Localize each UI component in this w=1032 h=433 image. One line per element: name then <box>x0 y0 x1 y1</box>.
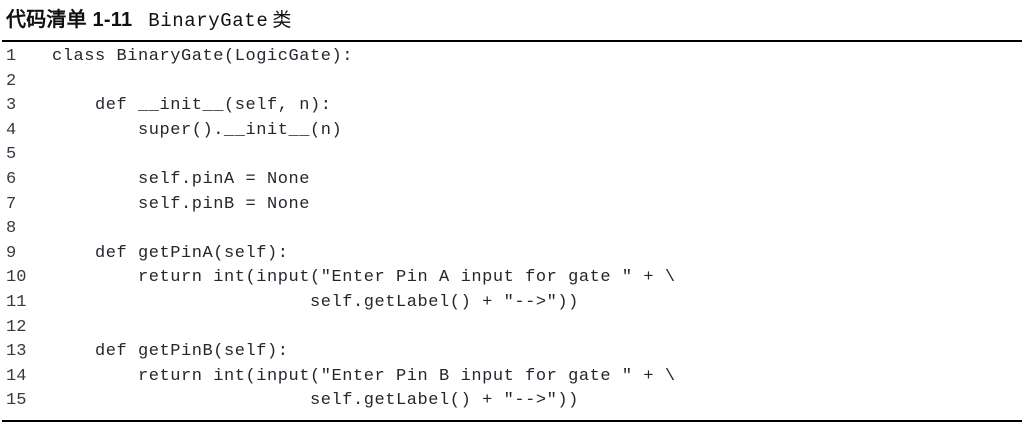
line-number: 10 <box>6 268 27 288</box>
code-line: 4 super().__init__(n) <box>0 119 1032 144</box>
line-number: 12 <box>6 317 27 337</box>
line-source: return int(input("Enter Pin B input for … <box>52 366 676 386</box>
listing-bottom-rule <box>2 420 1022 422</box>
code-line: 12 <box>0 316 1032 341</box>
listing-caption: 代码清单 1-11 BinaryGate 类 <box>6 6 291 34</box>
line-source: return int(input("Enter Pin A input for … <box>52 268 676 288</box>
code-line: 2 <box>0 70 1032 95</box>
line-source: super().__init__(n) <box>52 120 343 140</box>
line-source: self.pinA = None <box>52 169 311 189</box>
line-number: 9 <box>6 243 17 263</box>
code-line: 9 def getPinA(self): <box>0 242 1032 267</box>
line-number: 11 <box>6 292 27 312</box>
listing-caption-suffix: 类 <box>272 10 292 31</box>
code-line: 14 return int(input("Enter Pin B input f… <box>0 365 1032 390</box>
line-number: 6 <box>6 169 17 189</box>
code-line: 15 self.getLabel() + "-->")) <box>0 389 1032 414</box>
code-line: 1 class BinaryGate(LogicGate): <box>0 45 1032 70</box>
line-number: 3 <box>6 96 17 116</box>
code-line: 7 self.pinB = None <box>0 193 1032 218</box>
line-number: 7 <box>6 194 17 214</box>
line-number: 5 <box>6 145 17 165</box>
line-source: def getPinA(self): <box>52 243 289 263</box>
code-line: 11 self.getLabel() + "-->")) <box>0 291 1032 316</box>
line-number: 13 <box>6 342 27 362</box>
line-source: self.getLabel() + "-->")) <box>52 292 579 312</box>
line-number: 14 <box>6 366 27 386</box>
listing-caption-class-name: BinaryGate <box>148 10 269 32</box>
code-line: 8 <box>0 217 1032 242</box>
line-source: class BinaryGate(LogicGate): <box>52 47 354 66</box>
line-number: 2 <box>6 71 17 91</box>
code-line: 6 self.pinA = None <box>0 168 1032 193</box>
listing-caption-label: 代码清单 1-11 <box>6 9 133 31</box>
line-source: self.pinB = None <box>52 194 311 214</box>
line-number: 1 <box>6 47 17 66</box>
line-source: def getPinB(self): <box>52 342 289 362</box>
code-line: 5 <box>0 143 1032 168</box>
code-line: 3 def __init__(self, n): <box>0 94 1032 119</box>
line-source: def __init__(self, n): <box>52 96 332 116</box>
line-number: 8 <box>6 219 17 239</box>
line-number: 4 <box>6 120 17 140</box>
code-line: 13 def getPinB(self): <box>0 340 1032 365</box>
listing-top-rule <box>2 40 1022 42</box>
line-number: 15 <box>6 391 27 411</box>
code-block: 1 class BinaryGate(LogicGate): 2 3 def __in… <box>0 45 1032 417</box>
code-line: 10 return int(input("Enter Pin A input f… <box>0 266 1032 291</box>
line-source: self.getLabel() + "-->")) <box>52 391 579 411</box>
